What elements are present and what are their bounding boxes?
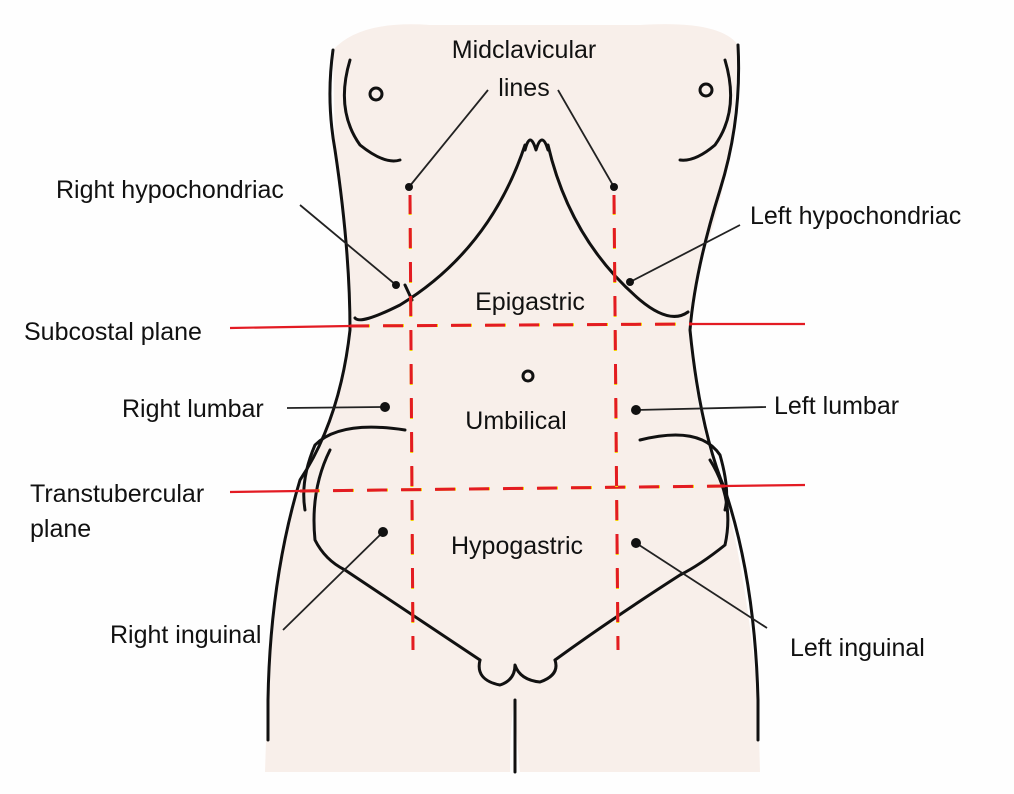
- left-midclavicular-line: [612, 194, 620, 651]
- torso-right-outline: [688, 43, 760, 742]
- midclavicular-dot-right: [405, 183, 413, 191]
- left-nipple: [698, 82, 714, 98]
- transtubercular-plane-line-left: [229, 489, 301, 494]
- right-midclavicular-line: [408, 194, 415, 651]
- right-inguinal-dot: [378, 527, 388, 537]
- midclavicular-leader-left: [557, 89, 615, 188]
- rib-margin-left: [546, 143, 690, 318]
- left-inguinal-dot: [631, 538, 641, 548]
- rib-margin-right: [353, 143, 527, 322]
- right-inguinal-leader: [282, 531, 384, 631]
- label-right-inguinal: Right inguinal: [110, 621, 262, 649]
- left-inguinal-leader: [635, 542, 768, 629]
- label-epigastric: Epigastric: [475, 288, 585, 316]
- right-hypochondriac-leader: [299, 204, 397, 286]
- torso-left-outline: [266, 48, 352, 742]
- label-transtubercular: Transtubercular: [30, 480, 204, 508]
- left-lumbar-leader: [635, 406, 767, 411]
- transtubercular-plane-dashed: [299, 484, 726, 493]
- torso-body: [265, 24, 760, 772]
- label-transtubercular-plane: plane: [30, 515, 91, 543]
- label-left-hypochondriac: Left hypochondriac: [750, 202, 961, 230]
- label-right-lumbar: Right lumbar: [122, 395, 264, 423]
- subcostal-plane-line-left: [229, 324, 351, 330]
- midclavicular-leader-right: [408, 89, 489, 188]
- transtubercular-plane-line-right: [724, 483, 806, 488]
- label-hypogastric: Hypogastric: [451, 532, 583, 560]
- left-breast: [678, 58, 733, 162]
- left-hypochondriac-leader: [629, 224, 741, 283]
- left-iliac: [553, 458, 730, 662]
- navel: [521, 369, 535, 383]
- label-left-lumbar: Left lumbar: [774, 392, 899, 420]
- right-lumbar-dot: [380, 402, 390, 412]
- right-nipple: [368, 86, 384, 102]
- subcostal-plane-dashed: [349, 322, 693, 328]
- label-midclavicular: Midclavicular: [452, 36, 596, 64]
- pubic-region: [477, 658, 558, 687]
- label-right-hypochondriac: Right hypochondriac: [56, 176, 284, 204]
- right-lumbar-leader: [286, 406, 386, 409]
- right-hypochondriac-dot: [392, 281, 400, 289]
- xiphoid: [523, 138, 550, 152]
- left-waist-crease: [638, 433, 729, 512]
- label-midclavicular-lines: lines: [498, 74, 549, 102]
- label-umbilical: Umbilical: [465, 407, 566, 435]
- left-lumbar-dot: [631, 405, 641, 415]
- left-hypochondriac-dot: [626, 278, 634, 286]
- midclavicular-dot-left: [610, 183, 618, 191]
- right-iliac: [312, 448, 482, 662]
- label-left-inguinal: Left inguinal: [790, 634, 925, 662]
- label-subcostal-plane: Subcostal plane: [24, 318, 202, 346]
- right-breast: [342, 58, 402, 163]
